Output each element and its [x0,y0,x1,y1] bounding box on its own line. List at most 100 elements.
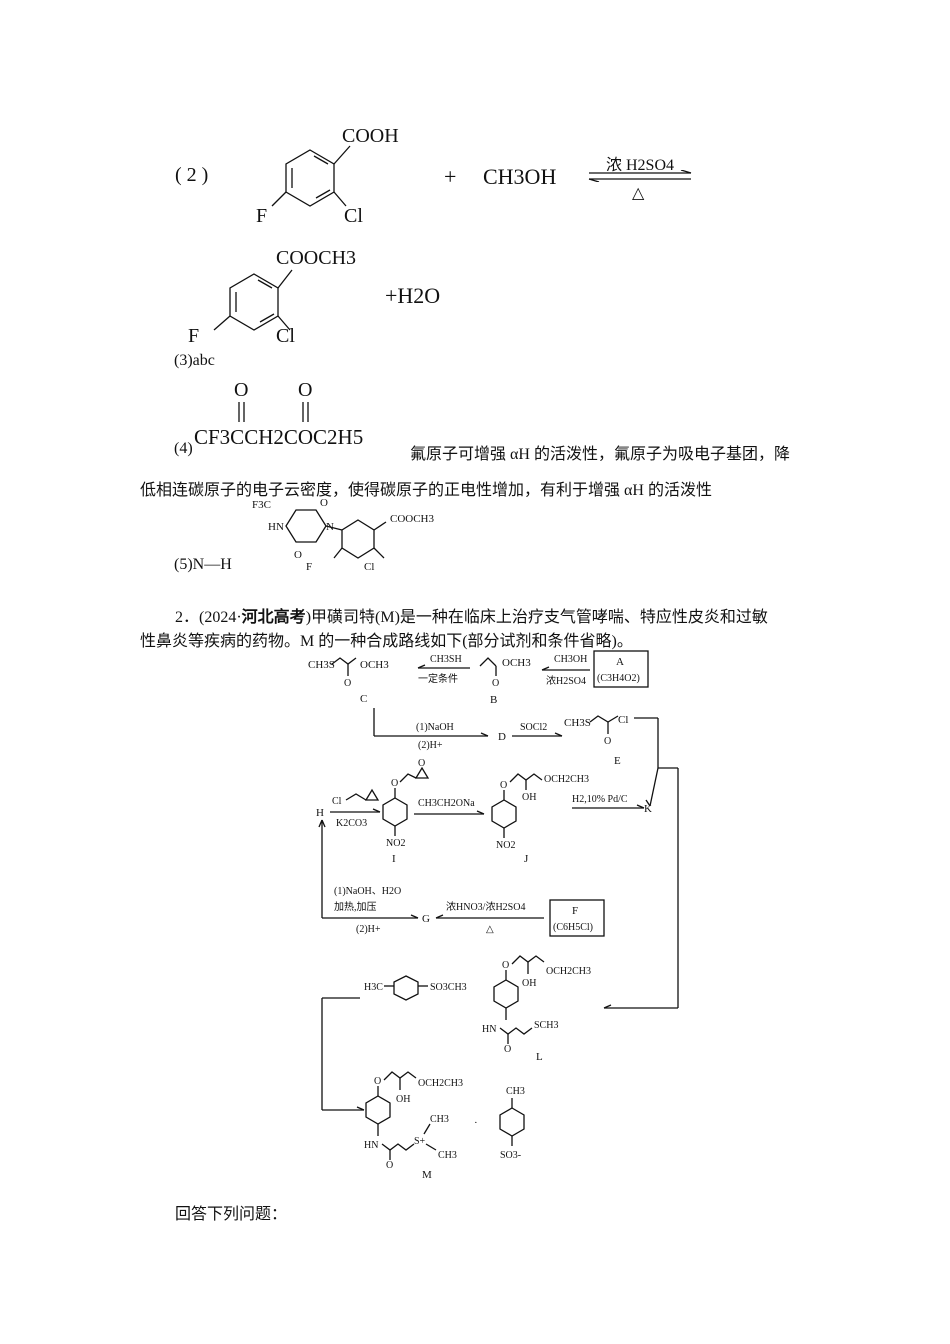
ketoester-structure: O O CF3CCH2COC2H5 [194,379,363,449]
tos-h3c: H3C [364,982,383,993]
heat-symbol: △ [632,185,645,202]
compound-a-formula: (C3H4O2) [597,673,640,684]
source-exam: 河北高考 [241,609,306,626]
o-label: O [234,379,248,401]
c-to-d-top: (1)NaOH [416,722,454,733]
plus-sign: + [444,164,457,189]
m-anion-so3: SO3- [500,1150,521,1161]
product-methyl-ester: COOCH3 F Cl [188,247,356,347]
c-to-d-bottom: (2)H+ [418,740,443,751]
compound-b-label: B [490,694,497,706]
f-label: F [256,205,267,227]
i-o: O [391,778,398,789]
source-open: (2024· [199,609,242,626]
uracil-structure: F3C O HN N O COOCH3 F Cl [252,497,435,572]
compound-a-label: A [616,656,624,668]
l-carbonyl-o: O [504,1044,511,1055]
m-hn: HN [364,1140,378,1151]
g-to-h-line2: 加热,加压 [334,900,377,913]
g-to-h-line1: (1)NaOH、H2O [334,886,401,897]
j-no2: NO2 [496,840,515,851]
i-no2: NO2 [386,838,405,849]
compound-h-label: H [316,807,324,819]
m-oh: OH [396,1094,410,1105]
f-to-g-top: 浓HNO3/浓H2SO4 [446,901,525,913]
j-oh: OH [522,792,536,803]
o-label: O [294,549,302,561]
answer-prompt: 回答下列问题： [175,1206,288,1223]
compound-l-label: L [536,1051,543,1063]
l-hn: HN [482,1024,496,1035]
reactant-benzoic-acid: COOH F Cl [256,125,399,227]
compound-d-label: D [498,731,506,743]
l-ether: OCH2CH3 [546,966,591,977]
q2-label: ( 2 ) [175,164,209,186]
m-ether: OCH2CH3 [418,1078,463,1089]
m-ch3a: CH3 [430,1114,449,1125]
c-ch3s: CH3S [308,659,335,671]
j-ether: OCH2CH3 [544,774,589,785]
i-epoxide-o: O [418,758,425,769]
g-to-h-line3: (2)H+ [356,924,381,935]
c-och3: OCH3 [360,659,389,671]
cooch3-label: COOCH3 [276,247,356,269]
q5-answer: (5)N—H [174,556,232,573]
compound-f-formula: (C6H5Cl) [553,922,593,933]
b-o: O [492,678,499,689]
compound-j-label: J [524,853,529,865]
n-label: N [326,521,334,533]
f-to-g-bottom: △ [486,924,494,935]
o-label: O [298,379,312,401]
q4-explanation-line1: 氟原子可增强 αH 的活泼性，氟原子为吸电子基团，降 [410,446,790,463]
cf3-label: F3C [252,499,271,511]
q3-answer: (3)abc [174,352,215,369]
question-text-1: )甲磺司特(M)是一种在临床上治疗支气管哮喘、特应性皮炎和过敏 [305,609,768,626]
a-to-b-top: CH3OH [554,654,587,665]
j-o: O [500,780,507,791]
m-carbonyl-o: O [386,1160,393,1171]
e-cl: Cl [618,714,628,726]
m-s: S+ [414,1136,426,1147]
f-label: F [188,325,199,347]
equilibrium-arrow-icon [588,170,692,182]
m-o: O [374,1076,381,1087]
cooh-label: COOH [342,125,399,147]
synthesis-scheme: CH3S OCH3 O C CH3SH 一定条件 OCH3 O B CH3OH … [308,650,679,1181]
q4-explanation-line2: 低相连碳原子的电子云密度，使得碳原子的正电性增加，有利于增强 αH 的活泼性 [140,482,712,499]
e-ch3s: CH3S [564,717,591,729]
q4-label: (4) [174,440,193,457]
d-to-e-top: SOCl2 [520,722,547,733]
cooch3-label: COOCH3 [390,513,435,525]
j-to-k-top: H2,10% Pd/C [572,794,628,805]
l-oh: OH [522,978,536,989]
f-label: F [306,561,312,572]
question2-line1: 2．(2024·河北高考)甲磺司特(M)是一种在临床上治疗支气管哮喘、特应性皮炎… [175,603,768,627]
c-o: O [344,678,351,689]
hn-label: HN [268,521,284,533]
cl-label: Cl [276,325,295,347]
compound-e-label: E [614,755,621,767]
question2-line2: 性鼻炎等疾病的药物。M 的一种合成路线如下(部分试剂和条件省略)。 [140,633,633,650]
cl-label: Cl [364,561,374,572]
compound-k-label: K [644,803,652,815]
question-number: 2． [175,609,200,626]
m-dot: · [474,1117,478,1129]
m-anion-ch3: CH3 [506,1086,525,1097]
a-to-b-bottom: 浓H2SO4 [546,675,586,687]
tos-so3ch3: SO3CH3 [430,982,467,993]
e-o: O [604,736,611,747]
ketoester-formula: CF3CCH2COC2H5 [194,425,363,449]
plus-water: +H2O [385,283,441,308]
b-to-c-top: CH3SH [430,654,462,665]
l-sch3: SCH3 [534,1020,558,1031]
compound-i-label: I [392,853,396,865]
compound-c-label: C [360,693,367,705]
compound-f-label: F [572,905,578,917]
compound-g-label: G [422,913,430,925]
b-to-c-bottom: 一定条件 [418,672,458,685]
i-to-j-top: CH3CH2ONa [418,798,475,809]
acid-catalyst-label: 浓 H2SO4 [606,157,675,174]
h-to-i-cl: Cl [332,796,342,807]
h-to-i-bottom: K2CO3 [336,818,367,829]
compound-m-label: M [422,1169,432,1181]
